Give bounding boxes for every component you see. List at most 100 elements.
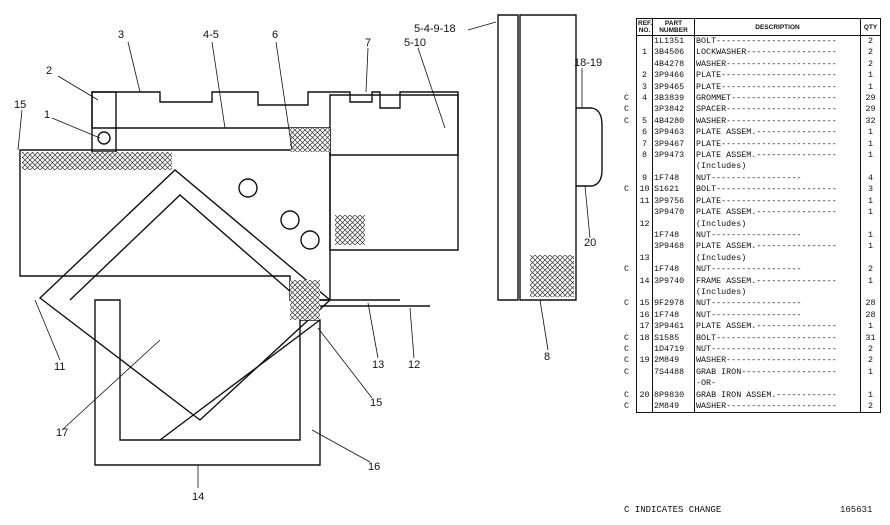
cell-ref bbox=[636, 35, 653, 48]
top-plate-outline bbox=[91, 91, 459, 156]
hole bbox=[280, 210, 300, 230]
figure-number: 165631 bbox=[840, 505, 873, 515]
cell-desc: GROMMET--------------------- bbox=[694, 93, 861, 105]
change-marker: C bbox=[624, 184, 630, 194]
cell-ref bbox=[636, 343, 653, 356]
callout-15-right: 15 bbox=[370, 397, 382, 409]
cell-part: 3B3839 bbox=[652, 93, 695, 105]
cell-part: S1585 bbox=[652, 332, 695, 344]
callout-14: 14 bbox=[192, 491, 204, 503]
cell-qty bbox=[860, 286, 881, 299]
cell-ref: 15 bbox=[636, 298, 653, 310]
change-marker: C bbox=[624, 390, 630, 400]
cell-desc: SPACER---------------------- bbox=[694, 104, 861, 116]
cell-desc: -OR- bbox=[694, 378, 861, 390]
cell-qty: 3 bbox=[860, 184, 881, 196]
cell-part: 2M849 bbox=[652, 401, 695, 414]
cell-qty: 29 bbox=[860, 104, 881, 116]
callout-7: 7 bbox=[365, 37, 371, 49]
cell-part bbox=[652, 286, 695, 299]
cell-qty: 2 bbox=[860, 355, 881, 367]
change-marker: C bbox=[624, 333, 630, 343]
hole bbox=[300, 230, 320, 250]
cell-qty: 2 bbox=[860, 35, 881, 48]
cell-desc: PLATE ASSEM.---------------- bbox=[694, 207, 861, 219]
cell-part: 3P9465 bbox=[652, 81, 695, 94]
change-marker: C bbox=[624, 116, 630, 126]
cell-qty: 28 bbox=[860, 298, 881, 310]
cell-qty: 1 bbox=[860, 321, 881, 333]
change-marker: C bbox=[624, 298, 630, 308]
cell-ref bbox=[636, 207, 653, 219]
table-row: 1F748 NUT------------------1 bbox=[636, 229, 881, 242]
cell-desc: BOLT------------------------ bbox=[694, 184, 861, 196]
cell-qty: 2 bbox=[860, 401, 881, 414]
change-marker: C bbox=[624, 264, 630, 274]
change-marker: C bbox=[624, 367, 630, 377]
callout-20: 20 bbox=[584, 237, 596, 249]
cell-desc: PLATE----------------------- bbox=[694, 81, 861, 94]
inner-diagonal bbox=[69, 194, 301, 301]
cell-part: 1F748 bbox=[652, 172, 695, 185]
cell-desc: PLATE----------------------- bbox=[694, 195, 861, 208]
cell-qty bbox=[860, 161, 881, 173]
cell-qty: 1 bbox=[860, 366, 881, 379]
cell-part: 1F748 bbox=[652, 229, 695, 242]
cell-qty: 2 bbox=[860, 58, 881, 71]
cell-ref: 7 bbox=[636, 138, 653, 151]
hatch-area bbox=[22, 152, 172, 170]
parts-table-header: REF. NO. PART NUMBER DESCRIPTION QTY bbox=[636, 18, 881, 36]
cell-ref: 12 bbox=[636, 218, 653, 230]
cell-desc: NUT------------------ bbox=[694, 309, 861, 322]
cell-ref bbox=[636, 161, 653, 173]
cell-part bbox=[652, 161, 695, 173]
table-row: 13 (Includes) bbox=[636, 252, 881, 265]
cell-qty: 1 bbox=[860, 138, 881, 151]
callout-6: 6 bbox=[272, 29, 278, 41]
callout-11: 11 bbox=[54, 361, 65, 373]
cell-ref: 1 bbox=[636, 47, 653, 59]
cell-ref: 11 bbox=[636, 195, 653, 208]
hole bbox=[97, 131, 111, 145]
cell-qty: 32 bbox=[860, 115, 881, 128]
cell-part: 1D4719 bbox=[652, 343, 695, 356]
cell-ref bbox=[636, 366, 653, 379]
cell-part: 3P9461 bbox=[652, 321, 695, 333]
cell-ref: 16 bbox=[636, 309, 653, 322]
exploded-parts-diagram: 1 2 3 4-5 6 7 5-4-9-18 5-10 18-19 15 11 … bbox=[14, 14, 603, 503]
hatch-area bbox=[530, 255, 574, 297]
callout-2: 2 bbox=[46, 65, 52, 77]
callout-18-19: 18-19 bbox=[574, 57, 602, 69]
cell-desc: WASHER---------------------- bbox=[694, 355, 861, 367]
change-marker: C bbox=[624, 104, 630, 114]
main-panel-outline bbox=[19, 149, 331, 301]
cell-ref bbox=[636, 104, 653, 116]
cell-desc: PLATE ASSEM.---------------- bbox=[694, 321, 861, 333]
cell-ref bbox=[636, 378, 653, 390]
cell-part: 4B4278 bbox=[652, 58, 695, 71]
callout-13: 13 bbox=[372, 359, 384, 371]
cell-qty: 4 bbox=[860, 172, 881, 185]
change-legend: C INDICATES CHANGE bbox=[624, 505, 722, 515]
header-ref: REF. NO. bbox=[636, 18, 653, 36]
cell-desc: LOCKWASHER------------------ bbox=[694, 47, 861, 59]
cell-desc: WASHER---------------------- bbox=[694, 401, 861, 414]
cell-qty: 1 bbox=[860, 195, 881, 208]
cell-desc: BOLT------------------------ bbox=[694, 35, 861, 48]
callout-3: 3 bbox=[118, 29, 124, 41]
cell-desc: NUT------------------ bbox=[694, 172, 861, 185]
cell-qty: 1 bbox=[860, 389, 881, 401]
cell-qty: 31 bbox=[860, 332, 881, 344]
cell-part: 4B4280 bbox=[652, 115, 695, 128]
side-panel-body bbox=[519, 14, 577, 301]
